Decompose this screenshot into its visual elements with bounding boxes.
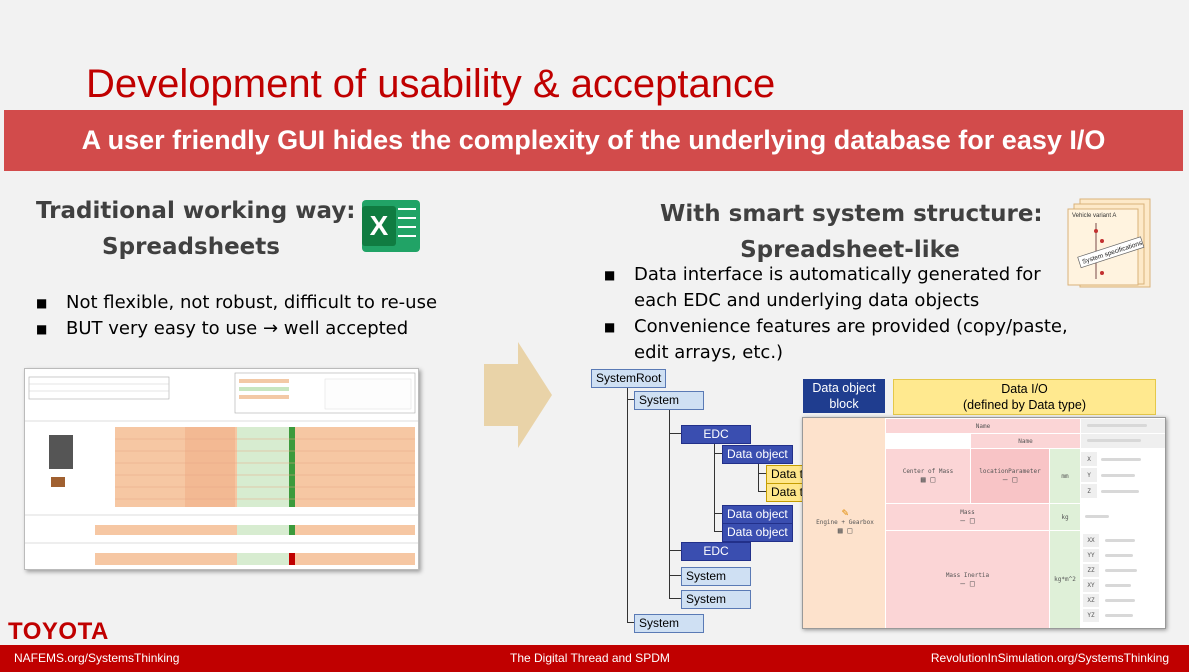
tree-node-data-object[interactable]: Data object — [722, 445, 793, 464]
excel-icon: X — [362, 200, 420, 252]
axis-xx: XX — [1083, 534, 1099, 547]
right-heading: With smart system structure: Spreadsheet… — [660, 196, 1043, 268]
axis-yz: YZ — [1083, 609, 1099, 622]
right-bullet: ■Convenience features are provided (copy… — [604, 316, 1068, 363]
doc-icon: – □ — [1002, 475, 1018, 484]
name-sub-value-field[interactable] — [1081, 434, 1165, 448]
tree-node-edc[interactable]: EDC — [681, 542, 751, 561]
axis-zz: ZZ — [1083, 564, 1099, 577]
value-z-field[interactable] — [1101, 490, 1139, 493]
footer-center-text: The Digital Thread and SPDM — [510, 651, 670, 665]
spreadsheet-screenshot — [24, 368, 419, 570]
axis-z: Z — [1081, 484, 1097, 498]
footer-left-link[interactable]: NAFEMS.org/SystemsThinking — [14, 651, 180, 665]
value-yz-field[interactable] — [1105, 614, 1133, 617]
mass-value-field[interactable] — [1085, 515, 1109, 518]
location-parameter-cell[interactable]: locationParameter – □ — [971, 449, 1049, 503]
tree-node-system[interactable]: System — [681, 567, 751, 586]
name-value-field[interactable] — [1081, 419, 1165, 433]
footer-bar: NAFEMS.org/SystemsThinking The Digital T… — [0, 645, 1189, 672]
unit-kgm2: kg*m^2 — [1050, 531, 1080, 628]
tree-node-system[interactable]: System — [634, 614, 704, 633]
tree-node-system[interactable]: System — [634, 391, 704, 410]
left-bullet: ■Not flexible, not robust, difficult to … — [36, 292, 438, 313]
left-bullets: ■Not flexible, not robust, difficult to … — [30, 290, 450, 342]
axis-yy: YY — [1083, 549, 1099, 562]
doc-icon: – □ — [960, 516, 975, 525]
doc-icon: – □ — [960, 578, 975, 588]
unit-kg: kg — [1050, 504, 1080, 530]
axis-xy: XY — [1083, 579, 1099, 592]
left-bullet: ■BUT very easy to use → well accepted — [36, 318, 409, 339]
tree-node-system[interactable]: System — [681, 590, 751, 609]
right-heading-line2: Spreadsheet-like — [740, 237, 960, 263]
center-of-mass-cell: Center of Mass ▦ □ — [886, 449, 970, 503]
value-yy-field[interactable] — [1105, 554, 1133, 557]
transition-arrow-icon — [484, 342, 554, 453]
value-xz-field[interactable] — [1105, 599, 1135, 602]
toyota-logo: TOYOTA — [8, 618, 109, 645]
unit-mm: mm — [1050, 449, 1080, 503]
left-heading: Traditional working way: Spreadsheets — [36, 193, 356, 265]
right-heading-line1: With smart system structure: — [660, 201, 1043, 227]
pencil-icon: ✎ — [841, 506, 849, 519]
data-object-block-cell — [803, 418, 885, 628]
axis-xz: XZ — [1083, 594, 1099, 607]
tree-node-edc[interactable]: EDC — [681, 425, 751, 444]
legend-data-io: Data I/O (defined by Data type) — [893, 379, 1156, 415]
value-zz-field[interactable] — [1105, 569, 1137, 572]
right-bullets: ■Data interface is automatically generat… — [598, 262, 1073, 366]
table-doc-icons: ▦ □ — [837, 526, 853, 535]
mass-cell[interactable]: Mass – □ — [886, 504, 1049, 530]
tree-node-data-object[interactable]: Data object — [722, 505, 793, 524]
value-xy-field[interactable] — [1105, 584, 1131, 587]
value-xx-field[interactable] — [1105, 539, 1135, 542]
right-bullet: ■Data interface is automatically generat… — [604, 264, 1041, 311]
excel-grid-icon — [398, 208, 416, 244]
value-y-field[interactable] — [1101, 474, 1135, 477]
data-panel: ✎ Engine + Gearbox ▦ □ Name Name Center … — [802, 417, 1166, 629]
tree-node-systemroot[interactable]: SystemRoot — [591, 369, 667, 388]
axis-y: Y — [1081, 468, 1097, 482]
table-doc-icons: ▦ □ — [920, 475, 936, 484]
left-heading-line1: Traditional working way: — [36, 198, 356, 224]
footer-right-link[interactable]: RevolutionInSimulation.org/SystemsThinki… — [930, 651, 1169, 665]
spreadsheet-thumbnail-image — [25, 369, 418, 569]
engine-label: Engine + Gearbox — [816, 519, 874, 526]
name-header: Name — [886, 419, 1080, 433]
engine-block[interactable]: ✎ Engine + Gearbox ▦ □ — [809, 506, 881, 535]
spec-icon-vehicle: Vehicle variant A — [1072, 213, 1116, 219]
tree-node-data-object[interactable]: Data object — [722, 523, 793, 542]
name-sub-header: Name — [971, 434, 1080, 448]
system-spec-icon: Vehicle variant A System specifications — [1066, 197, 1152, 289]
slide-title: Development of usability & acceptance — [86, 62, 776, 106]
mass-inertia-cell[interactable]: Mass Inertia – □ — [886, 531, 1049, 628]
value-x-field[interactable] — [1101, 458, 1141, 461]
slide-banner: A user friendly GUI hides the complexity… — [4, 110, 1183, 171]
axis-x: X — [1081, 452, 1097, 466]
excel-icon-letter: X — [362, 206, 396, 246]
left-heading-line2: Spreadsheets — [102, 234, 280, 260]
